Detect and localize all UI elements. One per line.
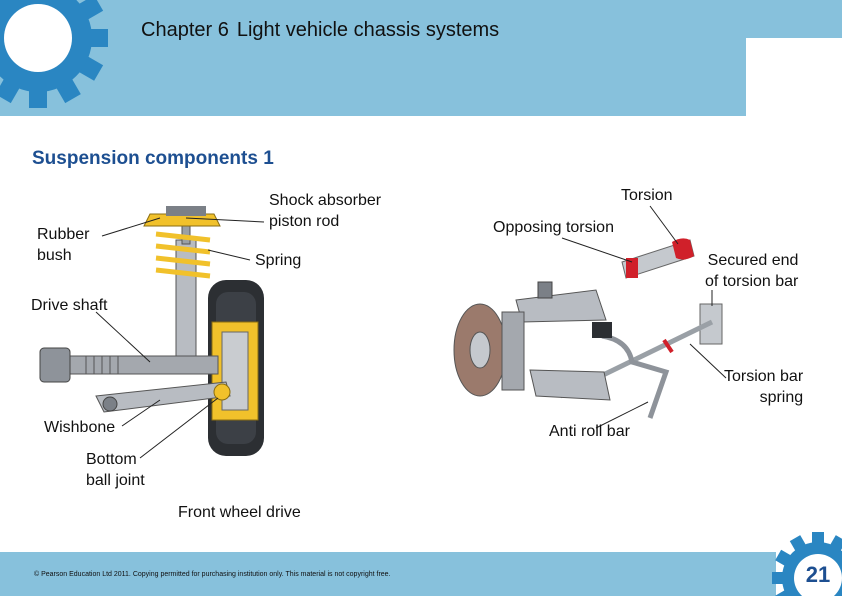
torsion-bar-illustration	[453, 205, 727, 429]
footer-bar	[0, 552, 776, 596]
label-torsion: Torsion	[621, 187, 673, 204]
drive-shaft	[57, 355, 219, 375]
shock-absorber-body	[175, 239, 197, 359]
label-wishbone: Wishbone	[44, 419, 116, 436]
header-band	[0, 0, 746, 116]
front-wheel-drive-illustration	[39, 206, 265, 459]
caption-front-wheel-drive: Front wheel drive	[178, 504, 301, 521]
lower-arm	[529, 369, 611, 401]
upper-arm	[515, 289, 607, 323]
page-number: 21	[805, 562, 831, 587]
steering-knuckle	[501, 311, 525, 391]
label-spring: Spring	[255, 252, 302, 269]
label-drive-shaft: Drive shaft	[31, 297, 108, 314]
label-shock-absorber-piston-rod: Shock absorber piston rod	[269, 192, 382, 230]
label-opposing-torsion: Opposing torsion	[493, 219, 614, 236]
chapter-name: Light vehicle chassis systems	[236, 19, 500, 41]
torsion-marker	[626, 258, 638, 278]
gear-icon	[0, 0, 108, 108]
page-gear-icon	[772, 532, 842, 596]
label-rubber-bush: Rubber bush	[37, 226, 90, 264]
bush	[592, 322, 612, 338]
wishbone	[95, 381, 231, 413]
section-title: Suspension components 1	[32, 148, 274, 169]
label-anti-roll-bar: Anti roll bar	[549, 423, 630, 440]
label-torsion-bar-spring: Torsion bar spring	[724, 368, 804, 406]
coil-spring	[155, 231, 211, 279]
label-bottom-ball-joint: Bottom ball joint	[86, 451, 145, 489]
header-band-right	[746, 0, 842, 38]
copyright-notice: © Pearson Education Ltd 2011. Copying pe…	[34, 571, 391, 578]
ball-joint	[213, 383, 231, 401]
chapter-number: Chapter 6	[141, 19, 229, 41]
label-secured-end: Secured end of torsion bar	[705, 252, 799, 290]
chapter-title: Chapter 6 Light vehicle chassis systems	[141, 19, 499, 42]
